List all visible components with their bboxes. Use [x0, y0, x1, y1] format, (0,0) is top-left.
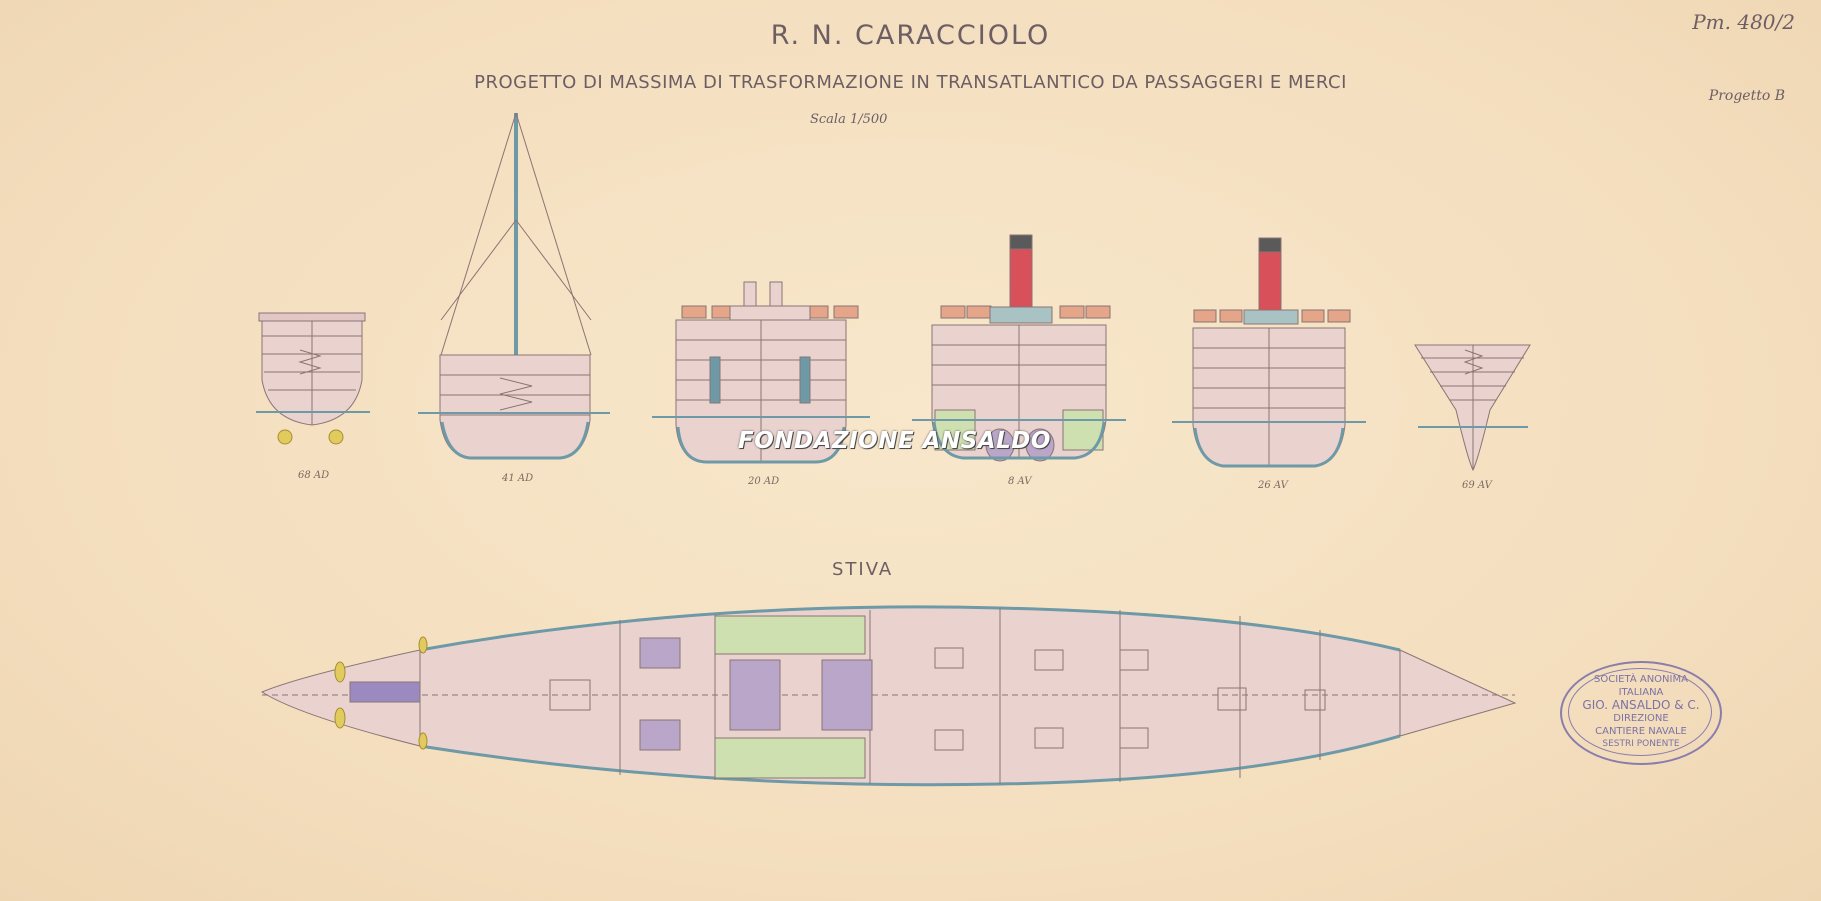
stamp-line-5: CANTIERE NAVALE	[1595, 726, 1687, 737]
company-stamp: SOCIETÀ ANONIMA ITALIANA GIO. ANSALDO & …	[1560, 661, 1722, 765]
section-label-69av: 69 AV	[1462, 480, 1492, 491]
stamp-line-1: SOCIETÀ ANONIMA	[1594, 674, 1688, 685]
section-26av	[1172, 237, 1366, 468]
section-69av	[1414, 344, 1531, 472]
section-label-41ad: 41 AD	[502, 473, 534, 484]
section-68ad	[256, 312, 370, 445]
scale-note: Scala 1/500	[810, 112, 888, 127]
stamp-line-3: GIO. ANSALDO & C.	[1582, 698, 1700, 712]
section-label-26av: 26 AV	[1258, 480, 1288, 491]
section-8av	[912, 234, 1126, 462]
hold-plan-label: STIVA	[832, 559, 894, 580]
section-label-20ad: 20 AD	[748, 476, 780, 487]
stamp-line-6: SESTRI PONENTE	[1602, 739, 1680, 749]
project-label: Progetto B	[1708, 88, 1785, 104]
stamp-inner-ring	[1568, 668, 1712, 756]
hold-plan	[260, 605, 1517, 787]
section-label-68ad: 68 AD	[298, 470, 330, 481]
drawing-reference: Pm. 480/2	[1692, 10, 1795, 34]
stamp-line-4: DIREZIONE	[1613, 713, 1669, 724]
drawing-title: R. N. CARACCIOLO	[770, 20, 1051, 51]
watermark: FONDAZIONE ANSALDO	[738, 428, 1051, 454]
section-label-8av: 8 AV	[1008, 476, 1032, 487]
drawing-subtitle: PROGETTO DI MASSIMA DI TRASFORMAZIONE IN…	[474, 72, 1347, 93]
section-41ad	[418, 112, 610, 460]
stamp-line-2: ITALIANA	[1618, 687, 1664, 698]
section-20ad	[652, 281, 870, 464]
